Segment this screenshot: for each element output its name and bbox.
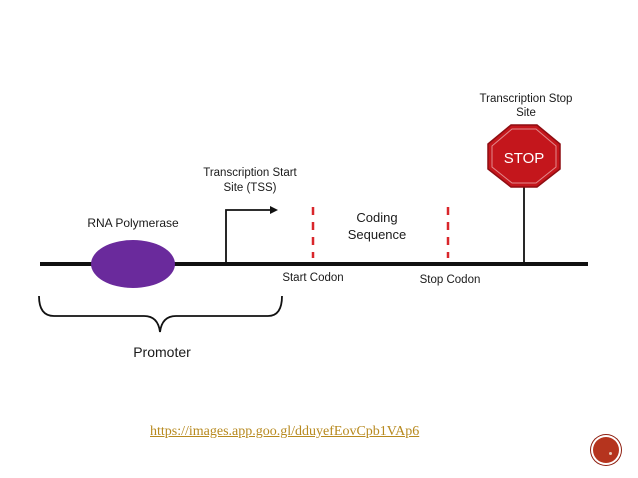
coding-sequence-line2: Sequence [348,227,407,242]
tss-arrow [225,209,272,264]
start-codon-label: Start Codon [282,272,343,284]
stop-sign-inner-border [491,128,557,184]
coding-sequence-line1: Coding [356,210,397,225]
promoter-bracket [38,295,283,333]
nav-dot-icon [609,452,612,455]
stop-sign-icon [487,124,561,188]
promoter-label: Promoter [133,344,191,360]
tss-label-line2: Site (TSS) [223,182,276,194]
stop-codon-label: Stop Codon [420,274,481,286]
stop-sign-text: STOP [504,150,545,167]
tss-arrowhead [270,206,278,214]
stop-site-label-line1: Transcription Stop [480,93,573,105]
rna-polymerase-label: RNA Polymerase [87,216,179,230]
rna-polymerase-shape [91,240,175,288]
tss-label-line1: Transcription Start [203,167,297,179]
stop-site-label-line2: Site [516,107,536,119]
source-link[interactable]: https://images.app.goo.gl/dduyefEovCpb1V… [150,424,420,439]
circle-nav-icon[interactable] [593,437,619,463]
